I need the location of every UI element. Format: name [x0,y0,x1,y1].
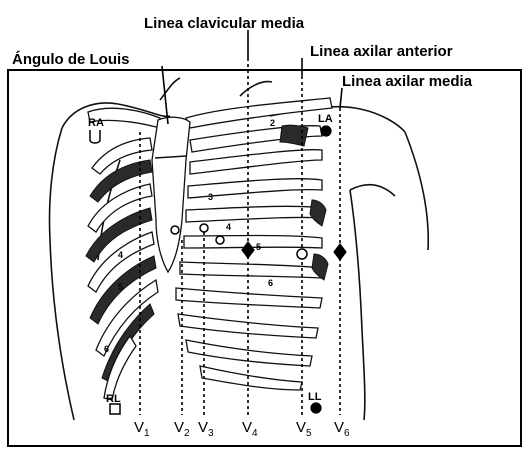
electrode-ra-label: RA [88,117,104,129]
mid-axillary-line-label: Linea axilar media [342,73,473,90]
lead-label-v3: V3 [198,419,214,439]
lead-label-v5: V5 [296,419,312,439]
lead-labels: V1 V2 V3 V4 V5 V6 [134,419,350,439]
lead-label-v6: V6 [334,419,350,439]
sternum [152,117,190,272]
electrode-v1 [171,226,179,234]
rib-number-4: 4 [226,222,231,232]
rib-number-5: 5 [256,242,261,252]
electrode-v5 [297,249,307,259]
electrode-rl-label: RL [106,393,121,405]
rib-number-3: 3 [208,192,213,202]
electrode-ra: RA [88,117,104,143]
electrode-v3 [216,236,224,244]
electrode-rl: RL [106,393,121,414]
right-ribs [86,138,158,400]
rib-number-5-right: 5 [118,282,123,292]
electrode-ll-label: LL [308,391,322,403]
anterior-axillary-line-label: Linea axilar anterior [310,43,453,60]
lead-label-v1: V1 [134,419,150,439]
diagram-frame [8,70,521,446]
clavicles [88,98,332,128]
electrode-ll: LL [308,391,322,413]
lead-label-v2: V2 [174,419,190,439]
louis-angle-label: Ángulo de Louis [12,51,130,68]
clavicular-line-label: Linea clavicular media [144,15,305,32]
rib-number-2: 2 [270,118,275,128]
electrode-v2 [200,224,208,232]
rib-number-6-right: 6 [104,344,109,354]
electrode-v6 [334,244,346,260]
lead-label-v4: V4 [242,419,258,439]
electrode-la-label: LA [318,113,333,125]
rib-number-6: 6 [268,278,273,288]
rib-number-4-right: 4 [118,250,123,260]
